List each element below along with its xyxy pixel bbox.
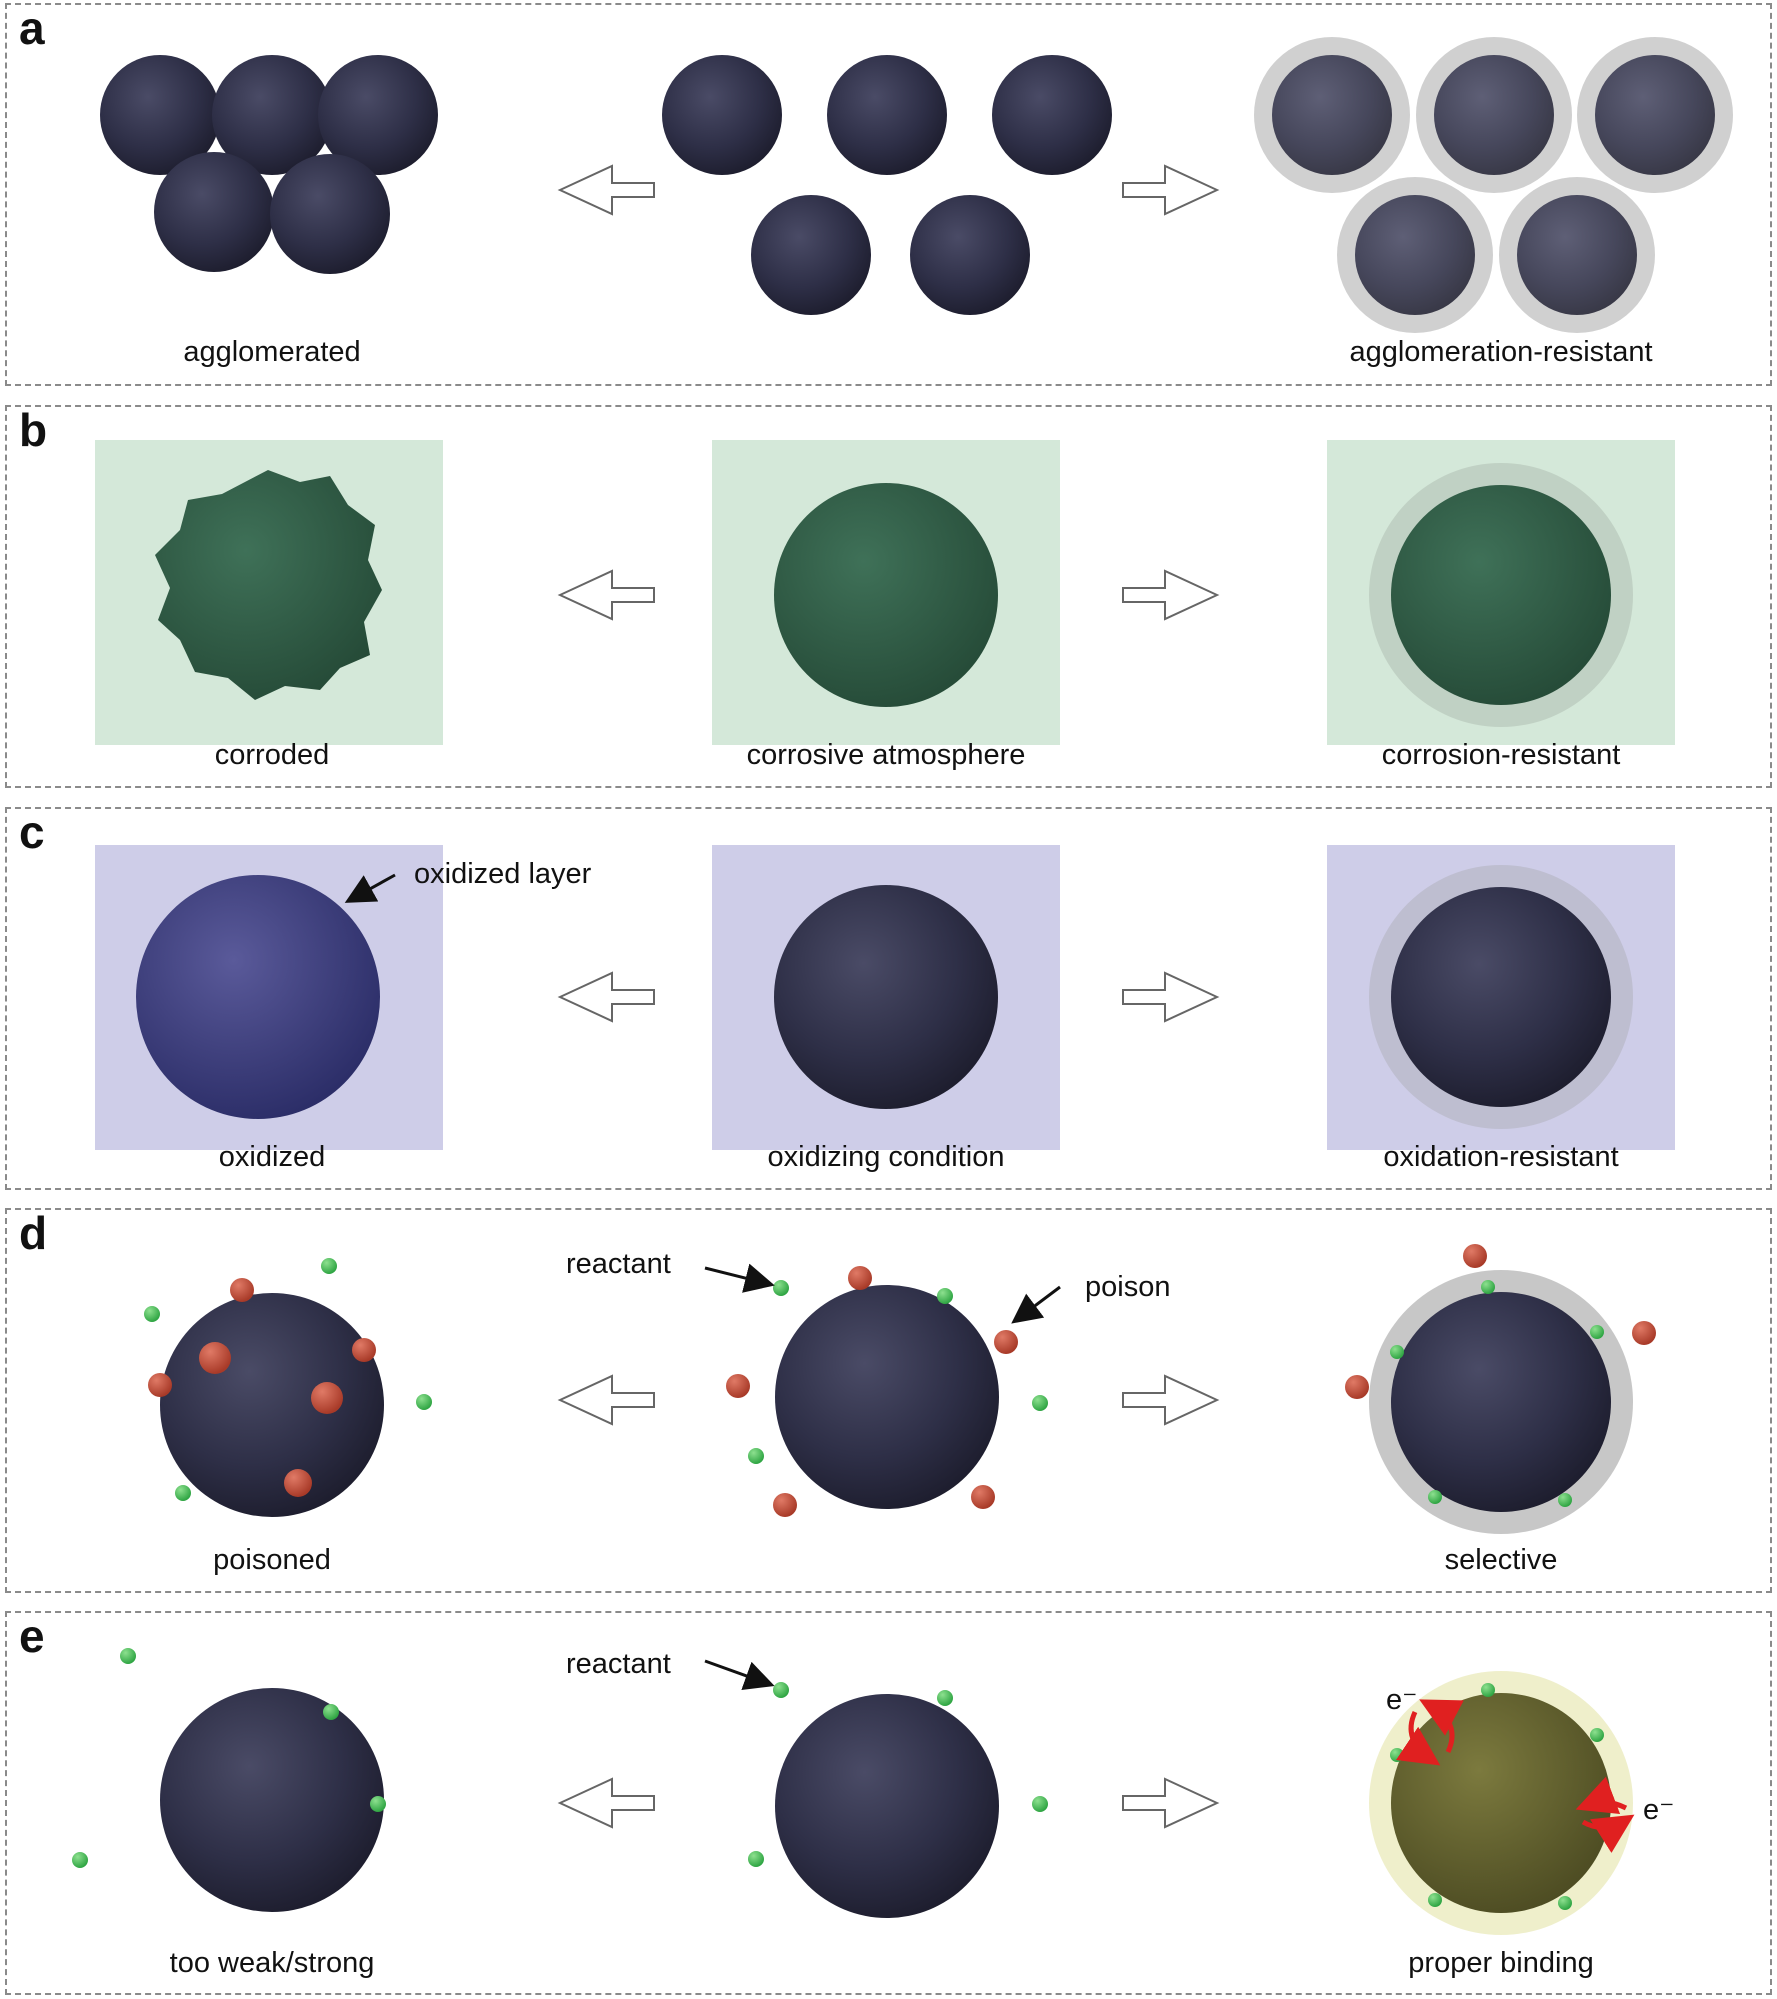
- panel-label: a: [19, 2, 45, 54]
- particle: [774, 885, 998, 1109]
- panel-label: d: [19, 1207, 48, 1259]
- caption-right: oxidation-resistant: [1383, 1141, 1619, 1173]
- caption-right: corrosion-resistant: [1381, 739, 1621, 771]
- particle: [774, 483, 998, 707]
- particle: [318, 55, 438, 175]
- oxidized-layer-label: oxidized layer: [414, 858, 592, 890]
- particle-cluster-agglomerated: [100, 55, 438, 274]
- hollow-arrow-left-icon: [557, 1374, 655, 1426]
- caption-left: oxidized: [218, 1141, 326, 1173]
- caption-right: proper binding: [1408, 1947, 1594, 1979]
- particle: [1434, 55, 1554, 175]
- caption-right: selective: [1444, 1544, 1558, 1576]
- particle: [992, 55, 1112, 175]
- particle: [1272, 55, 1392, 175]
- panel-label: c: [19, 806, 45, 858]
- poisoned-particle: [160, 1293, 384, 1517]
- hollow-arrow-left-icon: [557, 569, 655, 621]
- particle: [751, 195, 871, 315]
- poison-molecules: [726, 1266, 1018, 1517]
- panel-label: b: [19, 404, 48, 456]
- panel-a: a: [5, 3, 1772, 386]
- caption-left: too weak/strong: [169, 1947, 375, 1979]
- reactant-molecules: [748, 1682, 1048, 1867]
- hollow-arrow-right-icon: [1122, 1374, 1220, 1426]
- particle: [212, 55, 332, 175]
- hollow-arrow-left-icon: [557, 971, 655, 1023]
- electron-transfer-arrow-icon: [1575, 1776, 1635, 1853]
- particle-group-shelled: [1254, 37, 1733, 333]
- poison-molecules: [148, 1278, 376, 1497]
- hollow-arrow-right-icon: [1122, 164, 1220, 216]
- hollow-arrows: [557, 164, 1220, 1829]
- particle-group-dispersed: [662, 55, 1112, 315]
- particle: [775, 1285, 999, 1509]
- particle: [1355, 195, 1475, 315]
- reactant-label: reactant: [566, 1648, 671, 1680]
- oxidized-particle: [136, 875, 380, 1119]
- particle: [160, 1688, 384, 1912]
- panel-b: b: [5, 405, 1772, 788]
- hollow-arrow-right-icon: [1122, 1777, 1220, 1829]
- electron-transfer-arrow-icon: [1395, 1699, 1464, 1766]
- reactant-molecules: [748, 1280, 1048, 1464]
- hollow-arrow-left-icon: [557, 1777, 655, 1829]
- particle: [270, 154, 390, 274]
- particle: [1391, 1292, 1611, 1512]
- reactant-molecules: [144, 1258, 432, 1501]
- particle: [1391, 887, 1611, 1107]
- electron-label: e⁻: [1643, 1794, 1675, 1826]
- caption-center: corrosive atmosphere: [746, 739, 1026, 771]
- particle: [1391, 485, 1611, 705]
- panel-label: e: [19, 1610, 45, 1662]
- particle: [1595, 55, 1715, 175]
- binding-core: [1391, 1693, 1611, 1913]
- particle: [827, 55, 947, 175]
- pointer-arrow-icon: [344, 873, 396, 903]
- caption-right: agglomeration-resistant: [1349, 336, 1653, 368]
- corroded-particle: [155, 470, 382, 700]
- hollow-arrow-left-icon: [557, 164, 655, 216]
- particle: [100, 55, 220, 175]
- poison-label: poison: [1085, 1271, 1171, 1303]
- reactant-molecules: [72, 1648, 386, 1868]
- caption-left: corroded: [214, 739, 330, 771]
- particle: [775, 1694, 999, 1918]
- particle: [1517, 195, 1637, 315]
- particle: [910, 195, 1030, 315]
- poison-molecules: [1345, 1244, 1656, 1399]
- reactant-label: reactant: [566, 1248, 671, 1280]
- panel-e: e: [5, 1611, 1772, 1995]
- particle: [154, 152, 274, 272]
- hollow-arrow-right-icon: [1122, 971, 1220, 1023]
- hollow-arrow-right-icon: [1122, 569, 1220, 621]
- caption-center: oxidizing condition: [767, 1141, 1005, 1173]
- pointer-arrow-icon: [704, 1263, 775, 1293]
- reactant-molecules: [1390, 1280, 1604, 1507]
- panel-d: d: [5, 1208, 1772, 1593]
- electron-label: e⁻: [1386, 1684, 1418, 1716]
- panel-c: c: [5, 807, 1772, 1190]
- particle: [662, 55, 782, 175]
- caption-left: agglomerated: [183, 336, 361, 368]
- pointer-arrow-icon: [704, 1659, 775, 1690]
- caption-left: poisoned: [213, 1544, 331, 1576]
- reactant-molecules: [1390, 1683, 1604, 1910]
- pointer-arrow-icon: [1011, 1285, 1061, 1324]
